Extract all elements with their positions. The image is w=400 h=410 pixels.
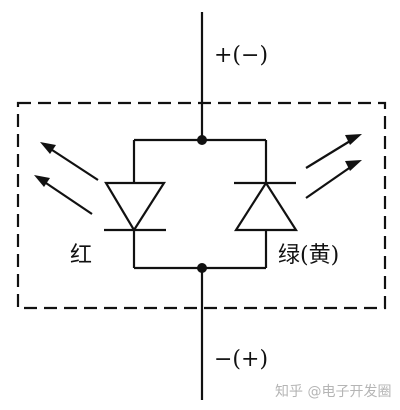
left-emission-arrows-icon: [34, 142, 99, 215]
left-led-label: 红: [70, 243, 92, 268]
watermark-text: 知乎 @电子开发圈: [275, 383, 391, 400]
left-led-triangle: [104, 181, 167, 233]
right-led-label: 绿(黄): [278, 243, 339, 268]
top-terminal-label: +(−): [214, 43, 268, 68]
right-led-triangle: [233, 180, 299, 232]
bottom-terminal-label: −(+): [214, 347, 268, 372]
bottom-junction-dot: [197, 263, 207, 273]
left-led-symbol: [104, 181, 167, 233]
top-junction-dot: [197, 135, 207, 145]
right-emission-arrows-icon: [305, 134, 362, 199]
right-led-symbol: [233, 180, 299, 232]
